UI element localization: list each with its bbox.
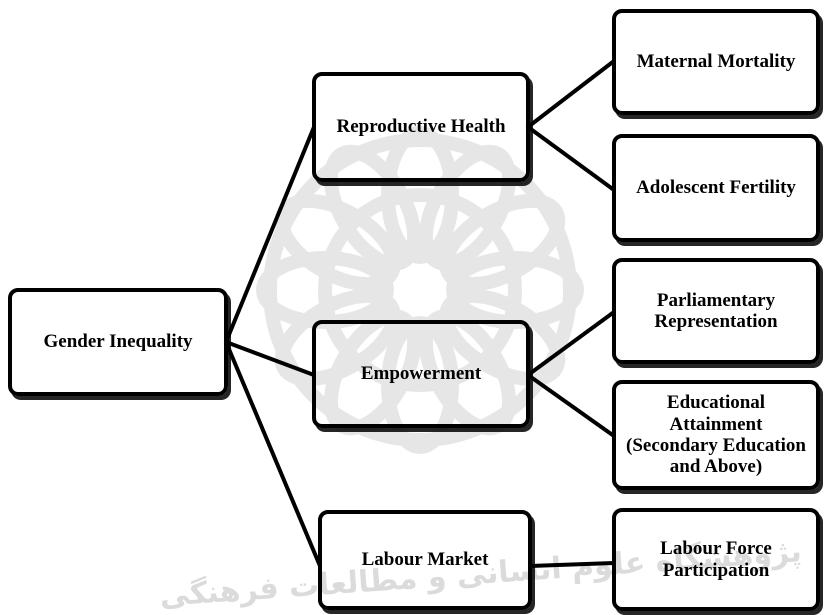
node-labour-force-participation-label: Labour Force Participation (660, 538, 772, 581)
connector-empowerment-educational-attainment (526, 373, 616, 438)
node-gender-inequality: Gender Inequality (8, 288, 228, 396)
watermark-petal (323, 144, 422, 271)
node-labour-market-label: Labour Market (361, 549, 489, 571)
watermark-petal (439, 193, 566, 292)
connector-reproductive-health-maternal-mortality (526, 59, 616, 129)
node-reproductive-health-label: Reproductive Health (336, 116, 506, 138)
node-labour-market: Labour Market (318, 510, 532, 610)
node-empowerment: Empowerment (312, 320, 530, 428)
node-labour-force-participation: Labour Force Participation (612, 508, 820, 611)
node-gender-inequality-label: Gender Inequality (43, 331, 193, 353)
node-educational-attainment: Educational Attainment (Secondary Educat… (612, 380, 820, 490)
node-maternal-mortality-label: Maternal Mortality (636, 51, 796, 73)
connector-reproductive-health-adolescent-fertility (526, 125, 616, 192)
node-educational-attainment-label: Educational Attainment (Secondary Educat… (626, 392, 806, 478)
connector-empowerment-parliamentary-representation (526, 310, 616, 377)
watermark-petal (418, 144, 517, 271)
node-parliamentary-representation-label: Parliamentary Representation (654, 289, 778, 332)
connector-root-empowerment (224, 340, 316, 377)
node-adolescent-fertility-label: Adolescent Fertility (636, 177, 796, 199)
watermark-petal (381, 126, 459, 264)
node-maternal-mortality: Maternal Mortality (612, 9, 820, 115)
node-adolescent-fertility: Adolescent Fertility (612, 134, 820, 242)
connector-labour-market-labour-force-participation (528, 561, 616, 568)
node-reproductive-health: Reproductive Health (312, 72, 530, 182)
connector-root-reproductive-health (224, 125, 316, 344)
node-parliamentary-representation: Parliamentary Representation (612, 258, 820, 364)
watermark-petal (274, 288, 401, 387)
watermark-petal (274, 193, 401, 292)
connector-root-labour-market (224, 340, 322, 568)
node-empowerment-label: Empowerment (360, 363, 482, 385)
watermark-petal (439, 288, 566, 387)
